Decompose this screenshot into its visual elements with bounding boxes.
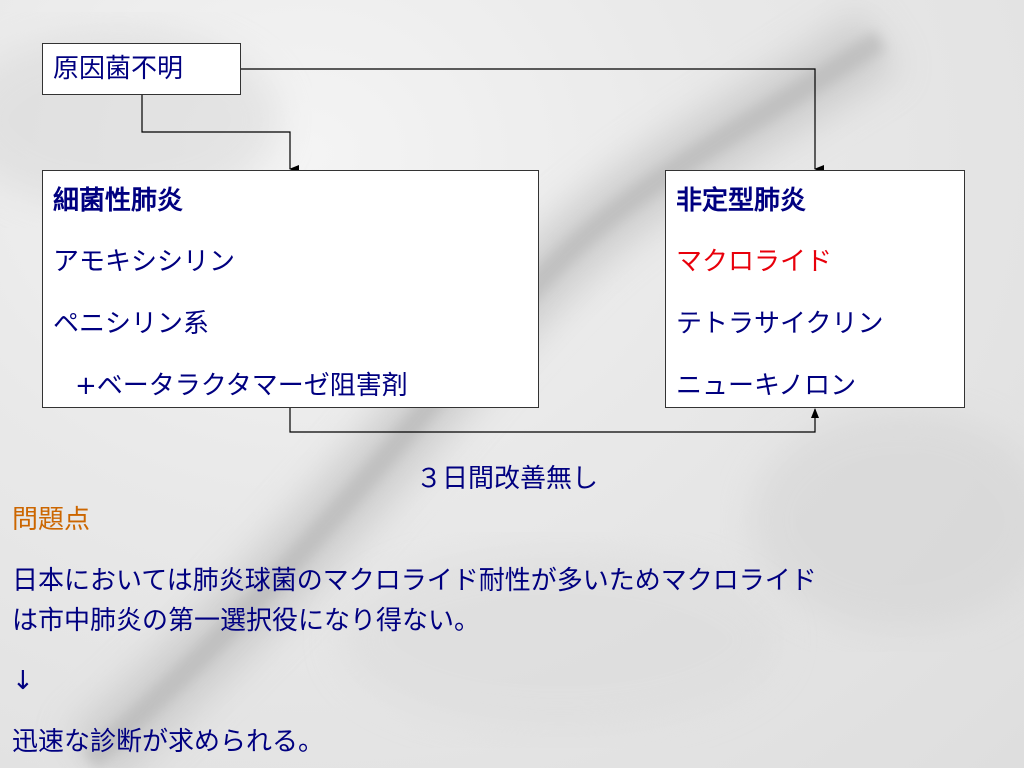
problem-heading: 問題点 [12,505,91,535]
arrowhead-up-icon [811,408,819,418]
atypical-title: 非定型肺炎 [676,186,807,216]
down-arrow-icon: ↓ [12,666,34,696]
bacterial-item: +ベータラクタマーゼ阻害剤 [75,371,408,401]
source-box: 原因菌不明 [42,43,241,95]
transition-label: ３日間改善無し [416,464,599,494]
problem-line-2: は市中肺炎の第一選択役になり得ない。 [12,606,481,636]
source-label: 原因菌不明 [53,54,184,84]
bacterial-item: アモキシシリン [53,247,236,277]
atypical-item: テトラサイクリン [676,309,884,339]
bacterial-item: ペニシリン系 [53,309,210,339]
problem-line-1: 日本においては肺炎球菌のマクロライド耐性が多いためマクロライド [12,566,817,596]
atypical-item-highlight: マクロライド [676,247,833,277]
arrow-bacterial-to-atypical [289,408,816,433]
bacterial-title: 細菌性肺炎 [53,186,184,216]
atypical-pneumonia-box: 非定型肺炎 マクロライド テトラサイクリン ニューキノロン [665,170,965,408]
atypical-item: ニューキノロン [676,371,857,401]
arrow-source-to-bacterial [141,95,299,173]
bacterial-pneumonia-box: 細菌性肺炎 アモキシシリン ペニシリン系 +ベータラクタマーゼ阻害剤 [42,170,539,408]
arrow-source-to-atypical [241,68,824,173]
conclusion-text: 迅速な診断が求められる。 [12,727,325,757]
